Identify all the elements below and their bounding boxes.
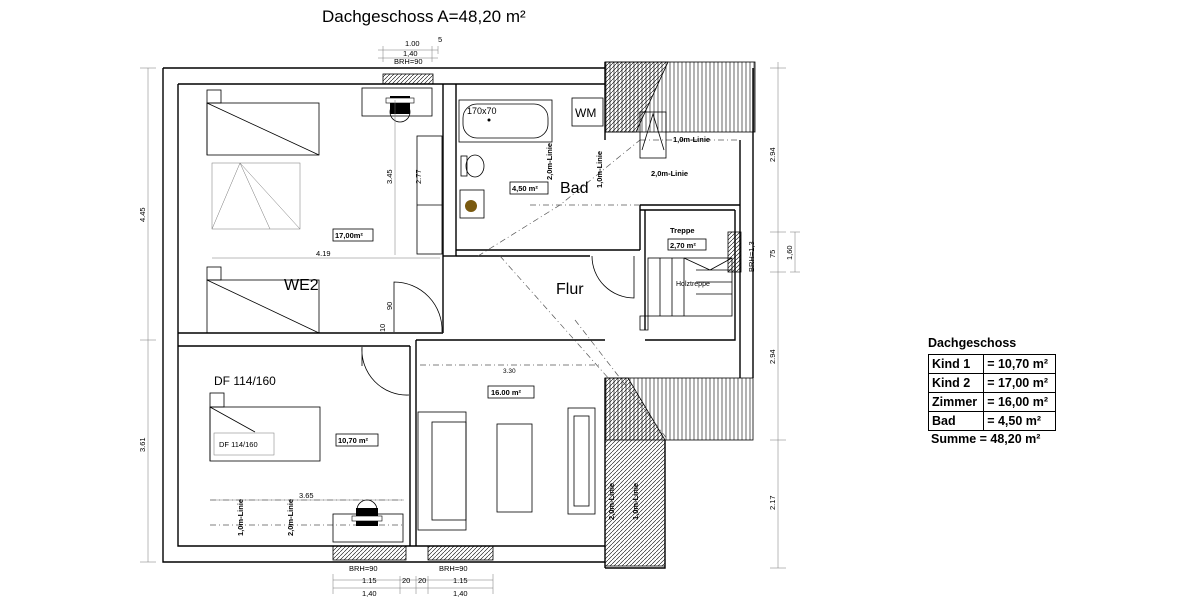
bed-kind1 xyxy=(209,392,321,462)
we2-label: WE2 xyxy=(284,277,319,294)
svg-text:1.00: 1.00 xyxy=(405,39,420,48)
kind1-label: DF 114/160 xyxy=(214,374,276,388)
svg-text:5: 5 xyxy=(438,35,442,44)
staircase xyxy=(639,257,733,331)
treppe-label: Treppe xyxy=(670,226,695,235)
legend-row: Kind 1 = 10,70 m² xyxy=(927,354,1056,374)
sink xyxy=(459,189,485,219)
svg-text:4.45: 4.45 xyxy=(138,207,147,222)
svg-text:2.94: 2.94 xyxy=(768,147,777,162)
svg-text:2,0m-Linie: 2,0m-Linie xyxy=(545,143,554,180)
top-dims: 1.00 5 1,40 BRH=90 xyxy=(378,35,442,66)
svg-text:1,40: 1,40 xyxy=(453,589,468,598)
svg-text:75: 75 xyxy=(768,250,777,258)
svg-text:10: 10 xyxy=(378,324,387,332)
plan-title: Dachgeschoss A=48,20 m² xyxy=(322,7,526,26)
bottom-dims: BRH=90 BRH=90 1.15 20 20 1.15 1,40 1,40 xyxy=(332,564,494,598)
we2-dims: 3.45 2.77 4.19 90 10 xyxy=(212,100,440,332)
svg-text:2,0m-Linie: 2,0m-Linie xyxy=(651,169,688,178)
treppe-area: 2,70 m² xyxy=(670,241,696,250)
legend-room-name: Bad xyxy=(927,411,985,431)
svg-text:2,0m-Linie: 2,0m-Linie xyxy=(607,483,616,520)
legend-room-value: = 4,50 m² xyxy=(983,411,1056,431)
svg-text:2.77: 2.77 xyxy=(414,169,423,184)
svg-text:2.17: 2.17 xyxy=(768,495,777,510)
flur-label: Flur xyxy=(556,281,584,298)
skylight-we2 xyxy=(211,162,301,230)
area-legend: Dachgeschoss Kind 1 = 10,70 m² Kind 2 = … xyxy=(927,336,1056,446)
legend-row: Zimmer = 16,00 m² xyxy=(927,392,1056,412)
right-dims: 2.94 75 1,60 2.94 2.17 BRH=1,3 xyxy=(747,62,800,569)
legend-table: Kind 1 = 10,70 m² Kind 2 = 17,00 m² Zimm… xyxy=(927,354,1056,431)
svg-text:BRH=90: BRH=90 xyxy=(439,564,468,573)
desk-chair-bottom xyxy=(332,499,404,543)
roof-vent xyxy=(639,111,667,159)
zimmer-area: 16.00 m² xyxy=(491,388,522,397)
legend-room-name: Kind 2 xyxy=(927,373,985,393)
bad-area: 4,50 m² xyxy=(512,184,538,193)
desk-chair-top xyxy=(361,87,433,123)
legend-row: Bad = 4,50 m² xyxy=(927,411,1056,431)
we2-area: 17,00m² xyxy=(335,231,363,240)
living-furniture xyxy=(417,407,596,531)
bathtub: 170x70 xyxy=(458,99,553,143)
legend-title: Dachgeschoss xyxy=(928,336,1017,350)
dash-lines xyxy=(210,139,740,526)
holztreppe-label: Holztreppe xyxy=(676,281,710,288)
svg-text:4.19: 4.19 xyxy=(316,249,331,258)
kind1-area: 10,70 m² xyxy=(338,436,369,445)
bad-label: Bad xyxy=(560,180,588,197)
svg-text:170x70: 170x70 xyxy=(467,106,497,116)
svg-text:90: 90 xyxy=(385,302,394,310)
svg-text:1,40: 1,40 xyxy=(362,589,377,598)
legend-room-name: Zimmer xyxy=(927,392,985,412)
svg-text:DF 114/160: DF 114/160 xyxy=(219,440,258,449)
svg-text:1,40: 1,40 xyxy=(403,49,418,58)
svg-text:20: 20 xyxy=(402,576,410,585)
legend-room-name: Kind 1 xyxy=(927,354,985,374)
legend-room-value: = 10,70 m² xyxy=(983,354,1056,374)
svg-text:3.30: 3.30 xyxy=(503,368,516,375)
legend-row: Kind 2 = 17,00 m² xyxy=(927,373,1056,393)
wardrobe xyxy=(416,135,443,255)
svg-text:1,0m-Linie: 1,0m-Linie xyxy=(595,151,604,188)
legend-room-value: = 16,00 m² xyxy=(983,392,1056,412)
svg-text:WM: WM xyxy=(575,106,596,120)
svg-text:1,0m-Linie: 1,0m-Linie xyxy=(673,135,710,144)
svg-text:1,60: 1,60 xyxy=(785,245,794,260)
left-dims: 4.45 3.61 xyxy=(138,67,156,563)
svg-text:3.65: 3.65 xyxy=(299,491,314,500)
svg-text:BRH=90: BRH=90 xyxy=(349,564,378,573)
svg-text:2.94: 2.94 xyxy=(768,349,777,364)
svg-text:3.45: 3.45 xyxy=(385,169,394,184)
svg-text:BRH=90: BRH=90 xyxy=(394,57,423,66)
svg-text:20: 20 xyxy=(418,576,426,585)
legend-sum: Summe = 48,20 m² xyxy=(931,432,1041,446)
roof-hatch-areas xyxy=(332,61,756,567)
svg-text:3.61: 3.61 xyxy=(138,437,147,452)
svg-text:1,0m-Linie: 1,0m-Linie xyxy=(631,483,640,520)
svg-text:BRH=1,3: BRH=1,3 xyxy=(747,241,756,272)
legend-room-value: = 17,00 m² xyxy=(983,373,1056,393)
svg-text:2,0m-Linie: 2,0m-Linie xyxy=(286,499,295,536)
svg-text:1.15: 1.15 xyxy=(362,576,377,585)
washing-machine: WM xyxy=(571,97,604,127)
doors xyxy=(361,255,635,396)
bed-upper xyxy=(206,89,320,156)
bed-lower xyxy=(206,266,320,334)
svg-text:1,0m-Linie: 1,0m-Linie xyxy=(236,499,245,536)
toilet xyxy=(460,154,485,178)
svg-text:1.15: 1.15 xyxy=(453,576,468,585)
